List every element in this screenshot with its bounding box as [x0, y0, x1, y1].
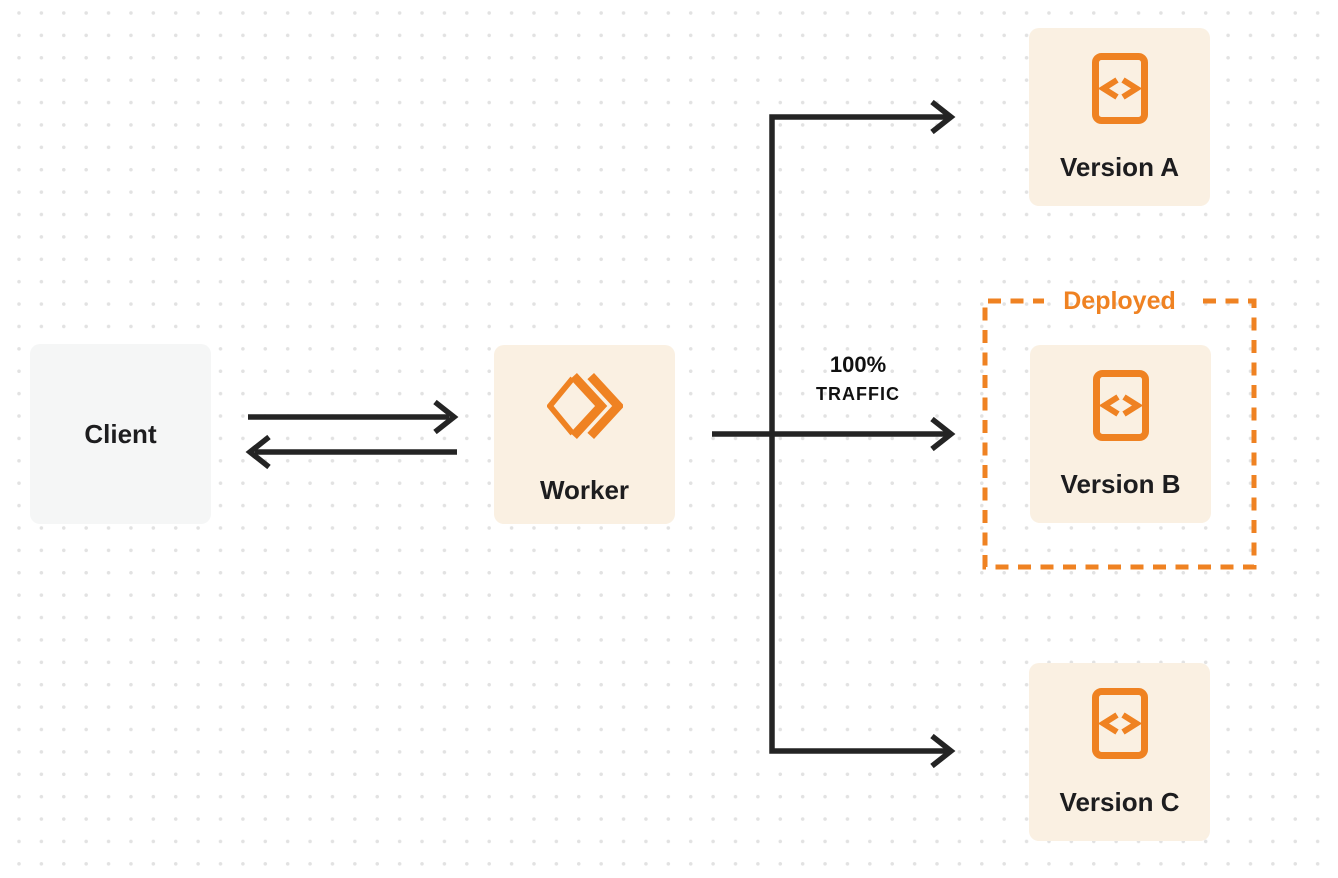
- traffic-percent-text: 100%: [829, 352, 887, 377]
- version-c-label: Version C: [1059, 787, 1180, 817]
- version-b-node: Version B: [1030, 345, 1211, 523]
- client-node: Client: [30, 344, 211, 524]
- traffic-annotation: 100% TRAFFIC: [767, 352, 949, 405]
- version-a-node: Version A: [1029, 28, 1210, 206]
- worker-node-label: Worker: [539, 475, 630, 505]
- worker-node: Worker: [494, 345, 675, 524]
- code-file-icon: [1091, 53, 1148, 124]
- deployed-badge: Deployed: [1063, 287, 1176, 315]
- version-c-node: Version C: [1029, 663, 1210, 841]
- version-b-label: Version B: [1060, 469, 1181, 499]
- traffic-word-text: TRAFFIC: [816, 384, 900, 404]
- client-node-label: Client: [84, 419, 157, 449]
- code-file-icon: [1092, 370, 1149, 441]
- code-file-icon: [1091, 688, 1148, 759]
- version-a-label: Version A: [1060, 152, 1179, 182]
- workers-chevron-logo-icon: [546, 373, 623, 439]
